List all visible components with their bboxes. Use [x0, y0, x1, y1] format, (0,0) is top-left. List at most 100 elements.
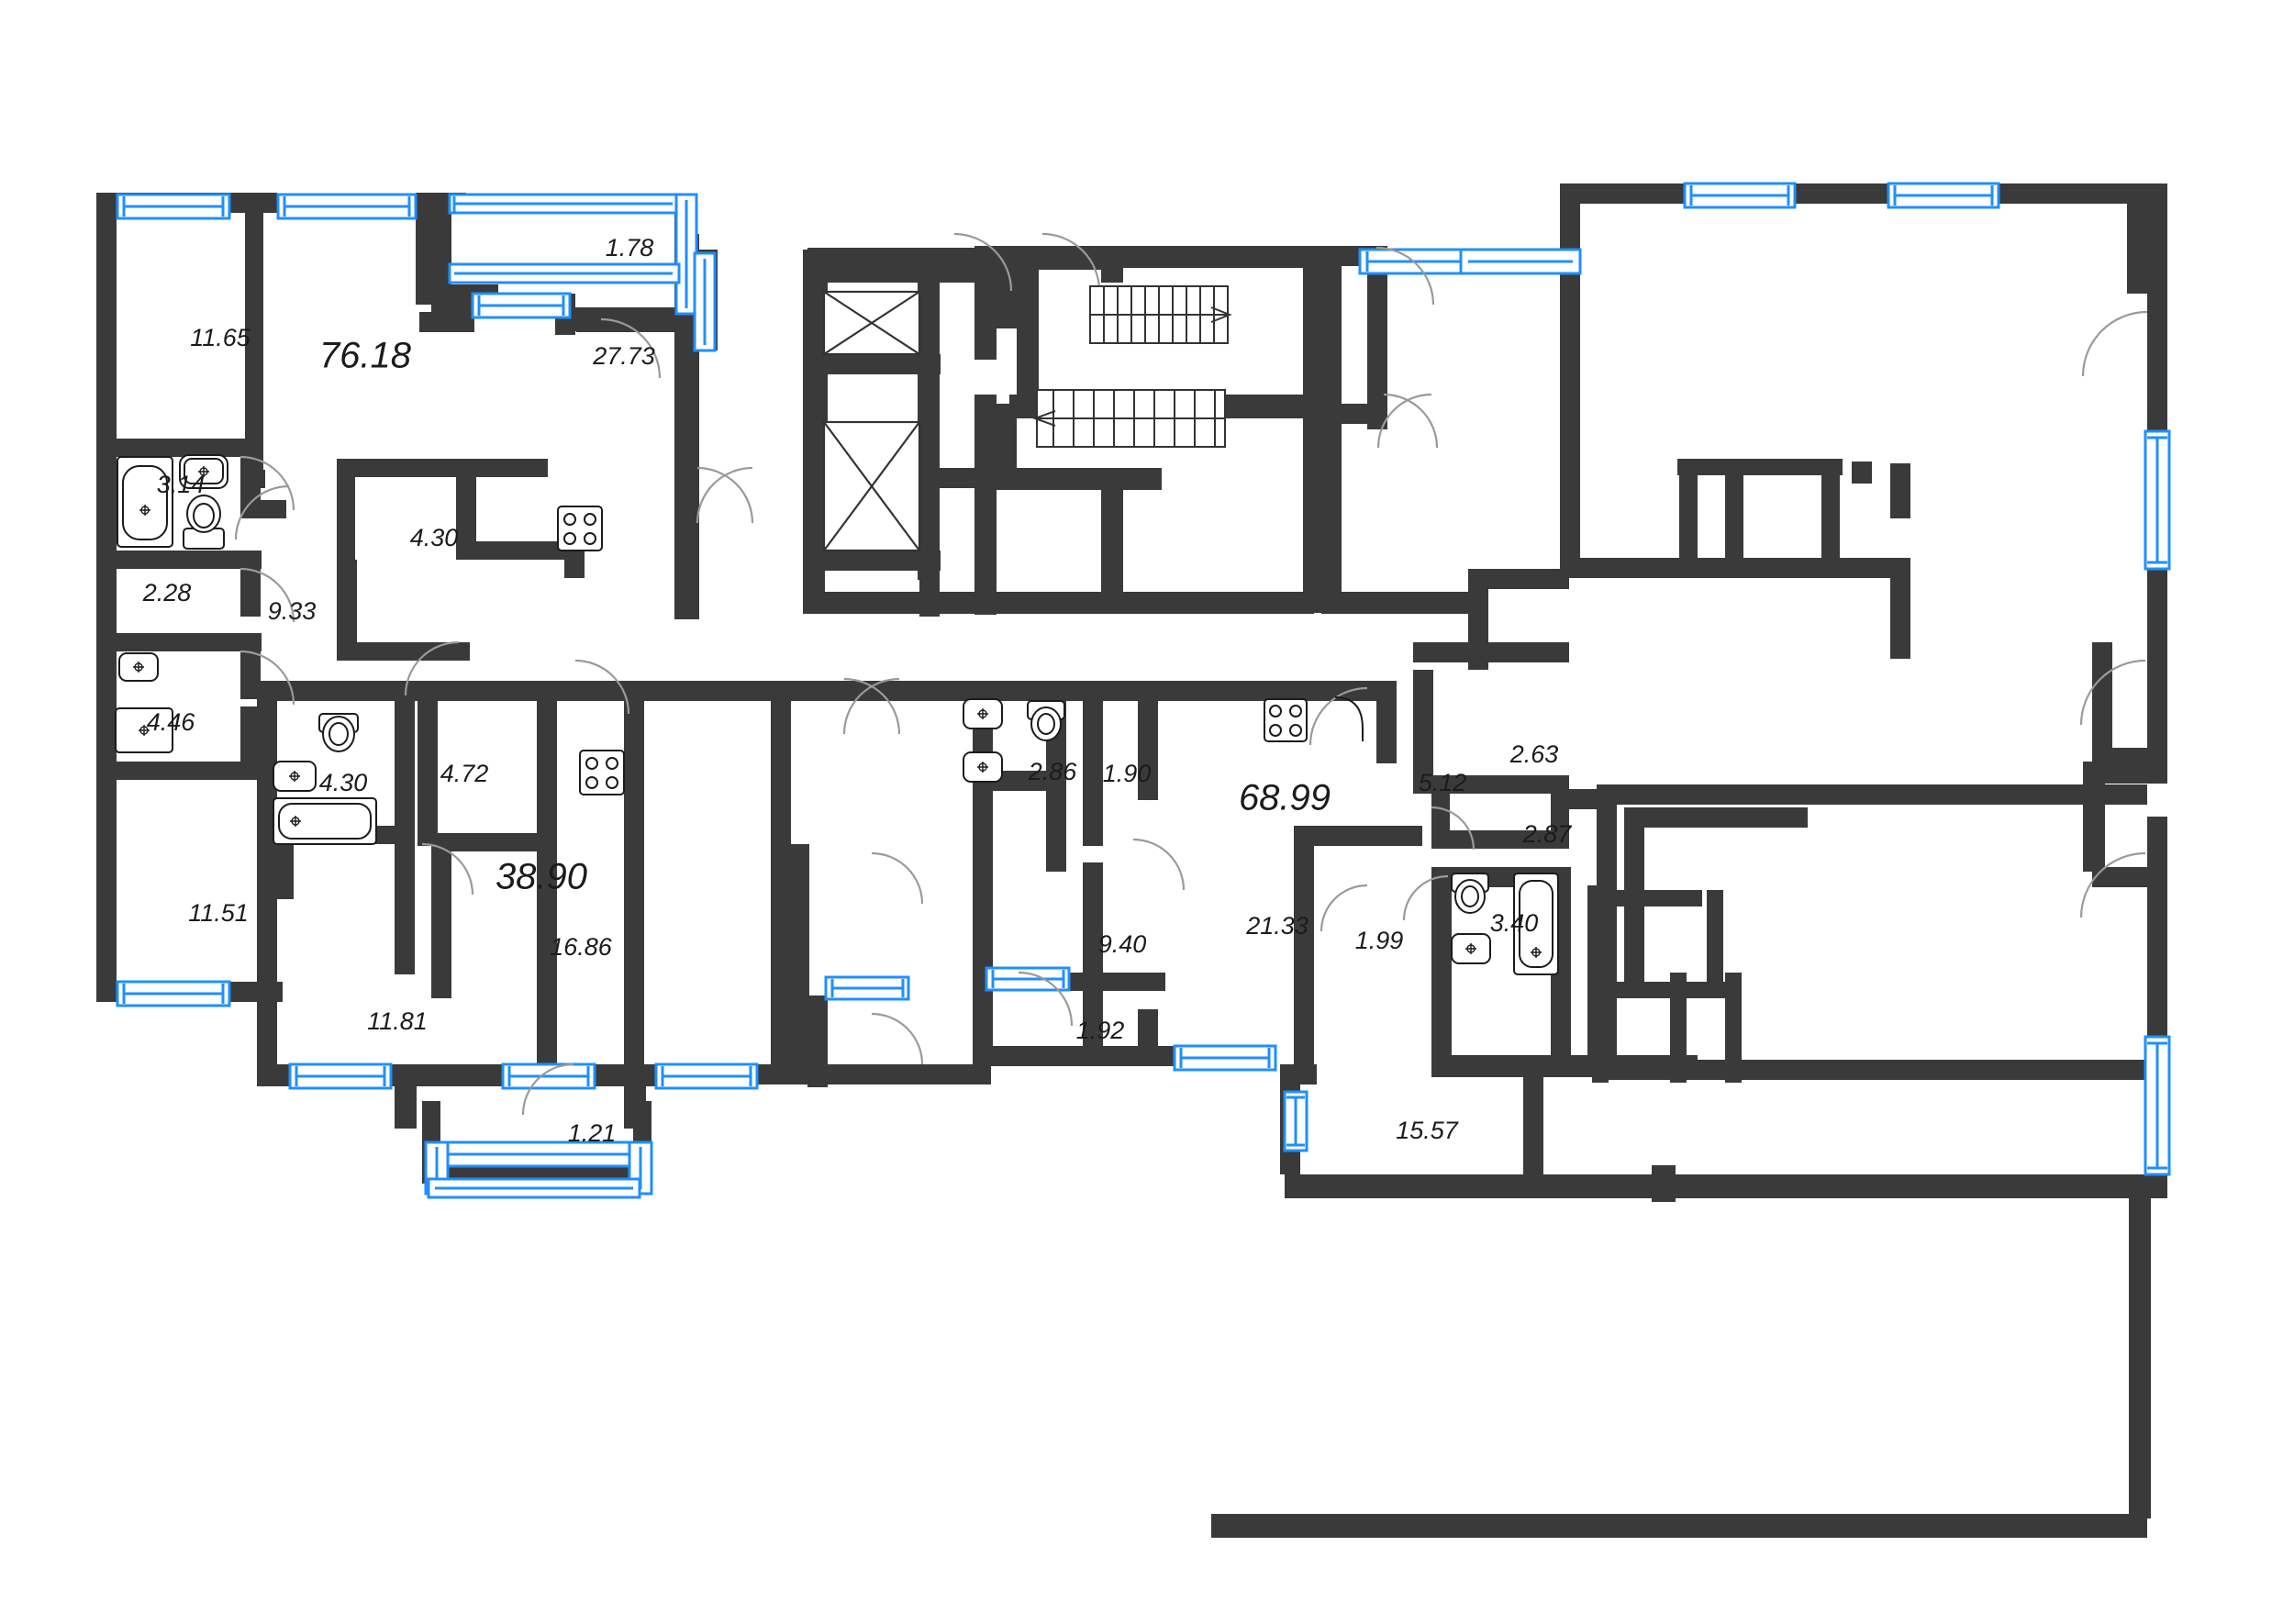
wall	[807, 248, 996, 279]
door-swing	[953, 232, 1013, 292]
wall	[974, 395, 997, 615]
window	[427, 1177, 641, 1199]
area-label: 2.87	[1522, 820, 1573, 848]
wall	[1285, 1174, 1688, 1198]
area-label: 9.40	[1098, 930, 1147, 958]
wall	[1890, 558, 1910, 659]
area-label: 2.28	[142, 579, 192, 606]
area-label: 2.63	[1509, 740, 1559, 768]
washbasin-68	[963, 751, 1003, 783]
wall	[1852, 462, 1872, 484]
wall	[1523, 1055, 1543, 1184]
window	[654, 1062, 759, 1090]
window	[2144, 429, 2171, 571]
sink-68b	[1451, 933, 1491, 964]
wall	[431, 213, 451, 314]
wall	[1138, 681, 1158, 800]
wall	[1677, 459, 1843, 475]
wall	[431, 833, 541, 851]
window	[1683, 182, 1797, 209]
bathtub-top	[117, 456, 173, 548]
wall	[245, 213, 263, 488]
area-label: 1.21	[568, 1119, 617, 1147]
elevators-layer	[822, 290, 921, 552]
area-label: 4.30	[319, 769, 368, 796]
door-swing	[600, 317, 662, 379]
door-swing	[421, 842, 474, 895]
wall	[1794, 184, 1867, 204]
wall	[1615, 784, 2147, 805]
wall	[1101, 477, 1123, 606]
wall	[997, 246, 1017, 328]
wall	[2083, 762, 2105, 872]
window	[288, 1062, 393, 1090]
door-swing	[1431, 806, 1476, 851]
elevator-2	[822, 420, 921, 552]
area-label: 1.99	[1355, 927, 1404, 954]
door-swing	[1308, 686, 1368, 746]
door-swing	[239, 455, 295, 511]
wall	[807, 1064, 991, 1085]
wall	[96, 439, 262, 457]
window	[276, 193, 418, 220]
wall	[1652, 1165, 1676, 1202]
windows-layer	[116, 182, 2171, 1199]
doors-layer	[234, 232, 2148, 1116]
area-label: 27.73	[592, 342, 655, 370]
door-swing	[696, 466, 753, 524]
stair-flight-lower	[1032, 389, 1226, 448]
wall	[1560, 184, 1580, 578]
window	[471, 292, 572, 319]
wall	[1560, 558, 1899, 578]
bathtub-38	[273, 797, 377, 845]
wall	[1597, 1060, 2166, 1080]
wall	[1294, 954, 1314, 1073]
wall	[624, 681, 644, 1066]
area-label: 15.57	[1396, 1117, 1459, 1144]
wall	[537, 881, 557, 1064]
wall	[1624, 807, 1808, 828]
wall	[919, 468, 1112, 488]
sink-38	[273, 761, 317, 792]
wall	[1211, 1514, 2147, 1538]
bathtub-68	[1513, 873, 1559, 975]
wall	[997, 404, 1017, 486]
wall	[1725, 459, 1743, 560]
wall	[1321, 246, 1342, 613]
wall	[337, 560, 357, 661]
wall	[1890, 463, 1910, 518]
door-swing	[1402, 874, 1449, 921]
stove-38	[579, 750, 625, 795]
wall	[1321, 404, 1376, 424]
sink-68	[963, 698, 1003, 729]
wall	[1413, 642, 1569, 662]
wall	[1592, 890, 1702, 907]
wall	[1679, 459, 1698, 560]
door-swing	[2079, 851, 2146, 918]
washbasin-mid	[118, 652, 159, 682]
wall	[229, 193, 277, 213]
door-swing	[574, 659, 630, 715]
area-label: 4.46	[147, 708, 196, 736]
area-label: 21.33	[1245, 912, 1308, 940]
door-swing	[404, 640, 460, 696]
door-swing	[2081, 310, 2148, 377]
door-swing	[1132, 838, 1186, 891]
wall	[419, 312, 474, 332]
area-label: 5.12	[1419, 769, 1467, 796]
wall	[96, 551, 262, 569]
wall	[1321, 592, 1468, 614]
wall	[240, 706, 261, 780]
door-swing	[871, 851, 924, 905]
door-swing	[1375, 246, 1435, 306]
wall	[96, 633, 262, 651]
wall	[771, 844, 791, 1064]
wall	[1017, 246, 1039, 411]
area-label: 68.99	[1239, 778, 1331, 818]
wall	[1597, 784, 1617, 1060]
stove-76	[557, 506, 603, 551]
door-swing	[234, 484, 290, 540]
wall	[1999, 184, 2145, 204]
wall	[395, 791, 415, 974]
window	[985, 966, 1071, 992]
